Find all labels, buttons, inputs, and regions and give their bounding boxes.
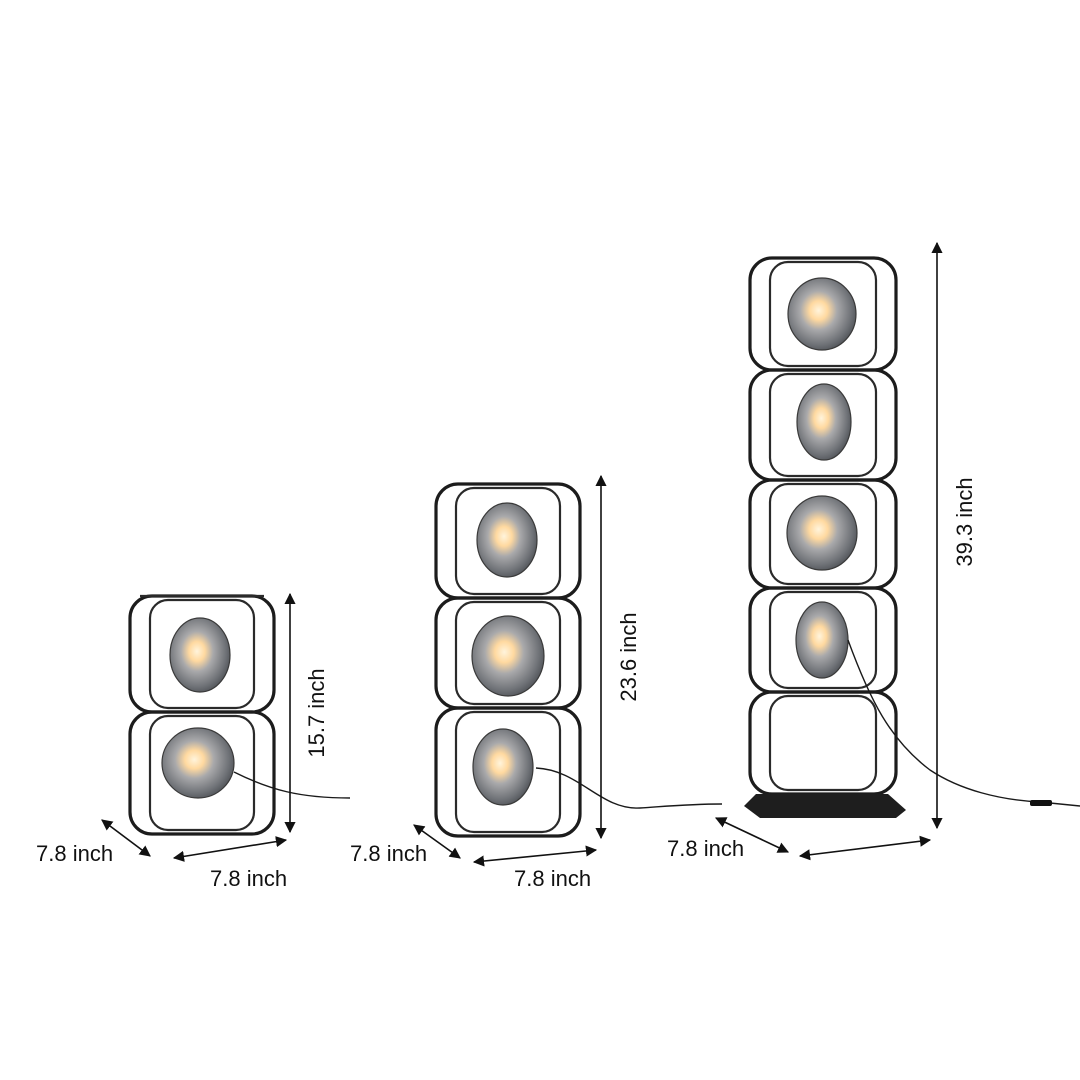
lamp-5-tier: 39.3 inch 7.8 inch <box>667 241 1080 861</box>
height-label: 23.6 inch <box>616 612 641 701</box>
height-label: 15.7 inch <box>304 668 329 757</box>
base-plate <box>744 794 906 818</box>
glass-shade <box>787 277 857 351</box>
depth-label: 7.8 inch <box>350 841 427 866</box>
lamp-2-tier: 15.7 inch 7.8 inch 7.8 inch <box>36 592 351 891</box>
glass-shade <box>161 727 235 799</box>
power-cable <box>535 767 723 809</box>
width-arrow <box>798 835 932 861</box>
depth-arrow <box>101 819 151 857</box>
width-label: 7.8 inch <box>514 866 591 891</box>
width-arrow <box>472 845 598 867</box>
glass-shade <box>796 383 852 461</box>
height-label: 39.3 inch <box>952 477 977 566</box>
power-cable <box>847 639 1080 807</box>
glass-shade <box>786 495 858 571</box>
cage-tier <box>434 706 582 838</box>
width-arrow <box>172 836 288 862</box>
cage-tier <box>748 690 898 796</box>
glass-shade <box>169 617 231 693</box>
depth-arrow <box>714 817 790 853</box>
depth-label: 7.8 inch <box>667 836 744 861</box>
glass-shade <box>471 615 545 697</box>
power-cable <box>233 771 351 799</box>
depth-label: 7.8 inch <box>36 841 113 866</box>
glass-shade <box>472 728 534 806</box>
depth-arrow <box>413 824 461 859</box>
width-label: 7.8 inch <box>210 866 287 891</box>
glass-shade <box>476 502 538 578</box>
cage-tier <box>128 710 276 836</box>
lamp-3-tier: 23.6 inch 7.8 inch 7.8 inch <box>350 474 723 891</box>
glass-shade <box>795 601 849 679</box>
cable-switch <box>1030 800 1052 806</box>
